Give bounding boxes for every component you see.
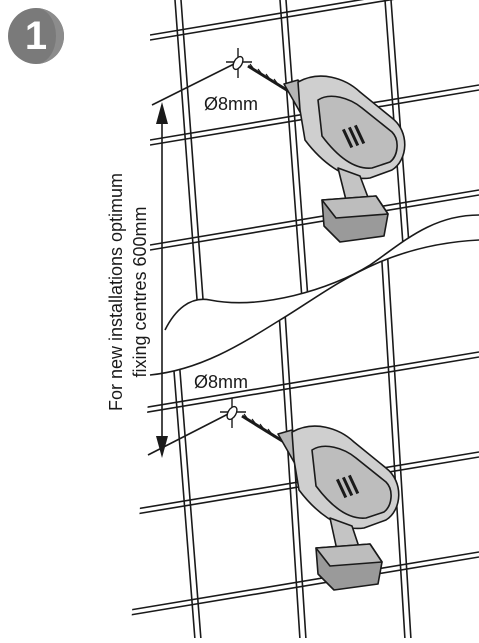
fixing-centres-note: For new installations optimum fixing cen…	[104, 173, 152, 411]
step-number: 1	[24, 14, 48, 58]
bottom-hole-marker	[220, 398, 246, 428]
fixing-centres-dimension	[147, 61, 239, 458]
step-badge-circle	[8, 8, 64, 64]
top-hole-marker	[226, 48, 252, 78]
top-hole-diameter-label: Ø8mm	[204, 94, 258, 114]
bottom-hole-diameter-label: Ø8mm	[194, 372, 248, 392]
top-drill	[247, 63, 406, 243]
fixing-note-line-1: For new installations optimum	[106, 172, 126, 412]
upper-tile-grid	[150, 0, 479, 330]
wall-break-edges	[149, 214, 479, 376]
step-number-badge: 1	[6, 6, 66, 66]
fixing-note-line-2: fixing centres 600mm	[130, 206, 150, 378]
bottom-drill	[241, 413, 400, 591]
